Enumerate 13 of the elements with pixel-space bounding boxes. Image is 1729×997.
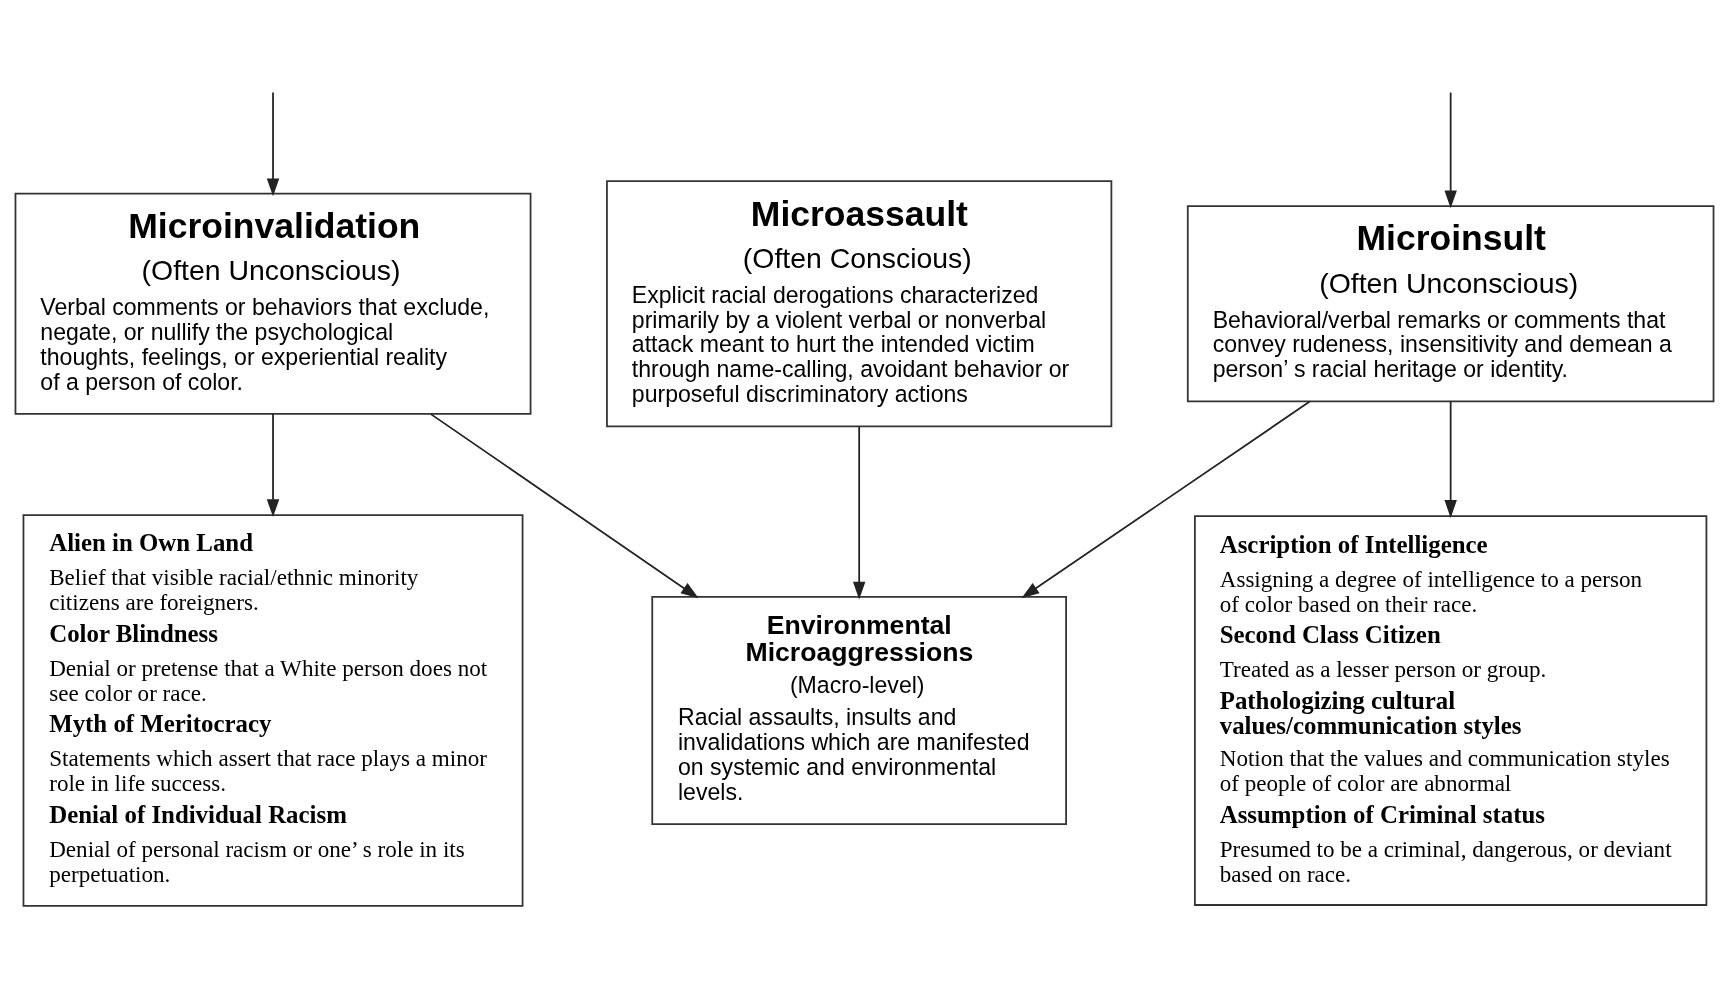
node-box: Alien in Own Land Belief that visible racial/ethnic minority citizens are foreigners. Color Blindness Denial or pretense that a White person does not see color or race. Myth of Meritocracy Statements which assert that race plays a minor role in life success. Denial of Individual Racism Denial of personal racism or one’ s role in its perpetuation.	[22, 514, 524, 907]
node-box: Microinsult (Often Unconscious) Behavioral/verbal remarks or comments that convey rudeness, insensitivity and demean a person’ s racial heritage or identity.	[1186, 205, 1715, 403]
node-box: Microinvalidation (Often Unconscious) Verbal comments or behaviors that exclude, negate, or nullify the psychological thoughts, feelings, or experiential reality of a person of color.	[14, 192, 532, 415]
arrow	[1021, 400, 1311, 599]
node-box: Ascription of Intelligence Assigning a degree of intelligence to a person of color based on their race. Second Class Citizen Treated as a lesser person or group. Pathologizing cultural values/communication styles Notion that the values and communication styles of people of color are abnormal Assumption of Criminal status Presumed to be a criminal, dangerous, or deviant based on race.	[1194, 515, 1708, 906]
node-box: Microassault (Often Conscious) Explicit racial derogations characterized primarily by a violent verbal or nonverbal attack meant to hurt the intended victim through name-calling, avoidant behavior or purposeful discriminatory actions	[606, 180, 1113, 428]
arrow	[430, 413, 699, 599]
node-box: Environmental Microaggressions (Macro-level) Racial assaults, insults and invalidations which are manifested on systemic and environmental levels.	[651, 595, 1067, 826]
arrow	[266, 413, 280, 518]
arrow	[266, 91, 280, 197]
arrow	[1444, 400, 1457, 518]
arrow	[852, 425, 866, 600]
arrow	[1444, 91, 1457, 209]
